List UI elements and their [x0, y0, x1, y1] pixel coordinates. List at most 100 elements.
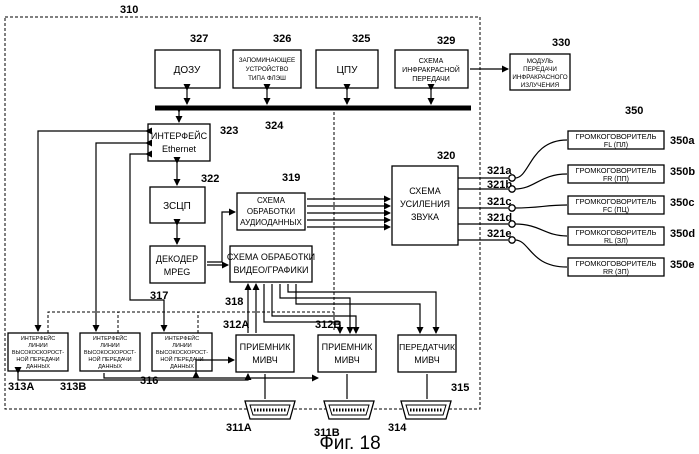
ref-350e: 350e: [670, 259, 694, 271]
irm-line-4: ИЗЛУЧЕНИЯ: [521, 82, 560, 89]
ir-line-3: ПЕРЕДАЧИ: [412, 76, 450, 83]
amp-line-1: СХЕМА: [409, 186, 441, 196]
aud-line-3: АУДИОДАННЫХ: [240, 218, 302, 227]
flash-line-2: УСТРОЙСТВО: [246, 64, 289, 73]
hs-if-313a: ИНТЕРФЕЙС ЛИНИИ ВЫСОКОСКОРОСТ- НОЙ ПЕРЕД…: [8, 333, 68, 371]
ref-312a: 312A: [223, 319, 249, 331]
hsb-line-5: ДАННЫХ: [98, 364, 122, 370]
ir-line-1: СХЕМА: [419, 58, 444, 65]
ref-318: 318: [225, 296, 243, 308]
dram-label: ДОЗУ: [174, 65, 201, 76]
eth-line-1: ИНТЕРФЕЙС: [151, 130, 208, 141]
speaker-rl: ГРОМКОГОВОРИТЕЛЬ RL (ЗЛ): [568, 227, 664, 245]
ref-350: 350: [625, 105, 643, 117]
ref-321e: 321e: [487, 228, 511, 240]
hdmi-rx-b-block: [318, 335, 376, 372]
hsb-line-2: ЛИНИИ: [100, 343, 119, 349]
hsc-line-3: ВЫСОКОСКОРОСТ-: [156, 350, 208, 356]
figure-caption: Фиг. 18: [319, 433, 380, 454]
eth-line-2: Ethernet: [162, 144, 197, 154]
ref-330: 330: [552, 37, 570, 49]
dtcp-label: ЗСЦП: [163, 201, 191, 212]
hsa-line-2: ЛИНИИ: [28, 343, 47, 349]
ref-316: 316: [140, 375, 158, 387]
ref-322: 322: [201, 173, 219, 185]
ref-315: 315: [451, 382, 469, 394]
rxb-line-2: МИВЧ: [334, 355, 360, 365]
ref-319: 319: [282, 172, 300, 184]
hsc-line-1: ИНТЕРФЕЙС: [165, 334, 199, 342]
hsc-line-2: ЛИНИИ: [172, 343, 191, 349]
hdmi-rx-a-block: [236, 335, 294, 372]
amp-line-2: УСИЛЕНИЯ: [400, 199, 450, 209]
ref-350d: 350d: [670, 228, 695, 240]
aud-line-1: СХЕМА: [257, 196, 286, 205]
ir-line-2: ИНФРАКРАСНОЙ: [402, 65, 460, 74]
hdmi-connector-311a: [245, 401, 295, 419]
rxa-line-1: ПРИЕМНИК: [240, 342, 291, 352]
vid-line-2: ВИДЕО/ГРАФИКИ: [233, 265, 308, 275]
hsc-line-4: НОЙ ПЕРЕДАЧИ: [160, 355, 203, 363]
mpeg-line-2: MPEG: [164, 267, 191, 277]
speaker-fl: ГРОМКОГОВОРИТЕЛЬ FL (ПЛ): [568, 131, 664, 149]
ref-311a: 311A: [226, 422, 252, 434]
speaker-channel: FC (ПЦ): [603, 207, 629, 214]
hsa-line-5: ДАННЫХ: [26, 364, 50, 370]
tx-line-1: ПЕРЕДАТЧИК: [399, 342, 455, 352]
speaker-channel: FR (ПП): [603, 176, 629, 183]
ref-313a: 313A: [8, 381, 34, 393]
amp-line-3: ЗВУКА: [411, 212, 439, 222]
aud-line-2: ОБРАБОТКИ: [247, 207, 296, 216]
speaker-channel: RR (ЗП): [603, 269, 629, 276]
ref-329: 329: [437, 35, 455, 47]
speaker-channel: FL (ПЛ): [604, 142, 628, 149]
hs-if-316: ИНТЕРФЕЙС ЛИНИИ ВЫСОКОСКОРОСТ- НОЙ ПЕРЕД…: [152, 333, 212, 371]
speaker-label: ГРОМКОГОВОРИТЕЛЬ: [576, 228, 657, 237]
vid-line-1: СХЕМА ОБРАБОТКИ: [227, 252, 315, 262]
tx-line-2: МИВЧ: [414, 355, 440, 365]
ref-312b: 312B: [315, 319, 341, 331]
irm-line-3: ИНФРАКРАСНОГО: [512, 74, 567, 81]
ethernet-if-block: [148, 124, 210, 161]
speaker-label: ГРОМКОГОВОРИТЕЛЬ: [576, 259, 657, 268]
flash-line-3: ТИПА ФЛЭШ: [248, 75, 286, 82]
ref-350b: 350b: [670, 166, 695, 178]
speaker-channel: RL (ЗЛ): [604, 238, 628, 245]
ref-325: 325: [352, 33, 370, 45]
ref-326: 326: [273, 33, 291, 45]
speaker-label: ГРОМКОГОВОРИТЕЛЬ: [576, 197, 657, 206]
hsb-line-3: ВЫСОКОСКОРОСТ-: [84, 350, 136, 356]
speaker-label: ГРОМКОГОВОРИТЕЛЬ: [576, 166, 657, 175]
ref-321d: 321d: [487, 212, 512, 224]
hsb-line-4: НОЙ ПЕРЕДАЧИ: [88, 355, 131, 363]
ref-321a: 321a: [487, 165, 512, 177]
ref-320: 320: [437, 150, 455, 162]
mpeg-decoder-block: [150, 246, 205, 283]
hs-if-313b: ИНТЕРФЕЙС ЛИНИИ ВЫСОКОСКОРОСТ- НОЙ ПЕРЕД…: [80, 333, 140, 371]
speaker-rr: ГРОМКОГОВОРИТЕЛЬ RR (ЗП): [568, 258, 664, 276]
mpeg-line-1: ДЕКОДЕР: [156, 254, 198, 264]
ref-313b: 313B: [60, 381, 86, 393]
cpu-label: ЦПУ: [337, 65, 359, 76]
rxa-line-2: МИВЧ: [252, 355, 278, 365]
hdmi-tx-block: [398, 335, 456, 372]
hsa-line-3: ВЫСОКОСКОРОСТ-: [12, 350, 64, 356]
ref-321c: 321c: [487, 196, 511, 208]
ref-324: 324: [265, 120, 284, 132]
speaker-label: ГРОМКОГОВОРИТЕЛЬ: [576, 132, 657, 141]
ref-327: 327: [190, 33, 208, 45]
irm-line-1: МОДУЛЬ: [527, 58, 553, 65]
hsb-line-1: ИНТЕРФЕЙС: [93, 334, 127, 342]
rxb-line-1: ПРИЕМНИК: [322, 342, 373, 352]
hsc-line-5: ДАННЫХ: [170, 364, 194, 370]
irm-line-2: ПЕРЕДАЧИ: [523, 66, 557, 73]
hsa-line-1: ИНТЕРФЕЙС: [21, 334, 55, 342]
speaker-fr: ГРОМКОГОВОРИТЕЛЬ FR (ПП): [568, 165, 664, 183]
hdmi-connector-314: [401, 401, 451, 419]
ref-310: 310: [120, 4, 138, 16]
ref-350c: 350c: [670, 197, 694, 209]
ref-323: 323: [220, 125, 238, 137]
speaker-fc: ГРОМКОГОВОРИТЕЛЬ FC (ПЦ): [568, 196, 664, 214]
flash-line-1: ЗАПОМИНАЮЩЕЕ: [239, 57, 296, 64]
